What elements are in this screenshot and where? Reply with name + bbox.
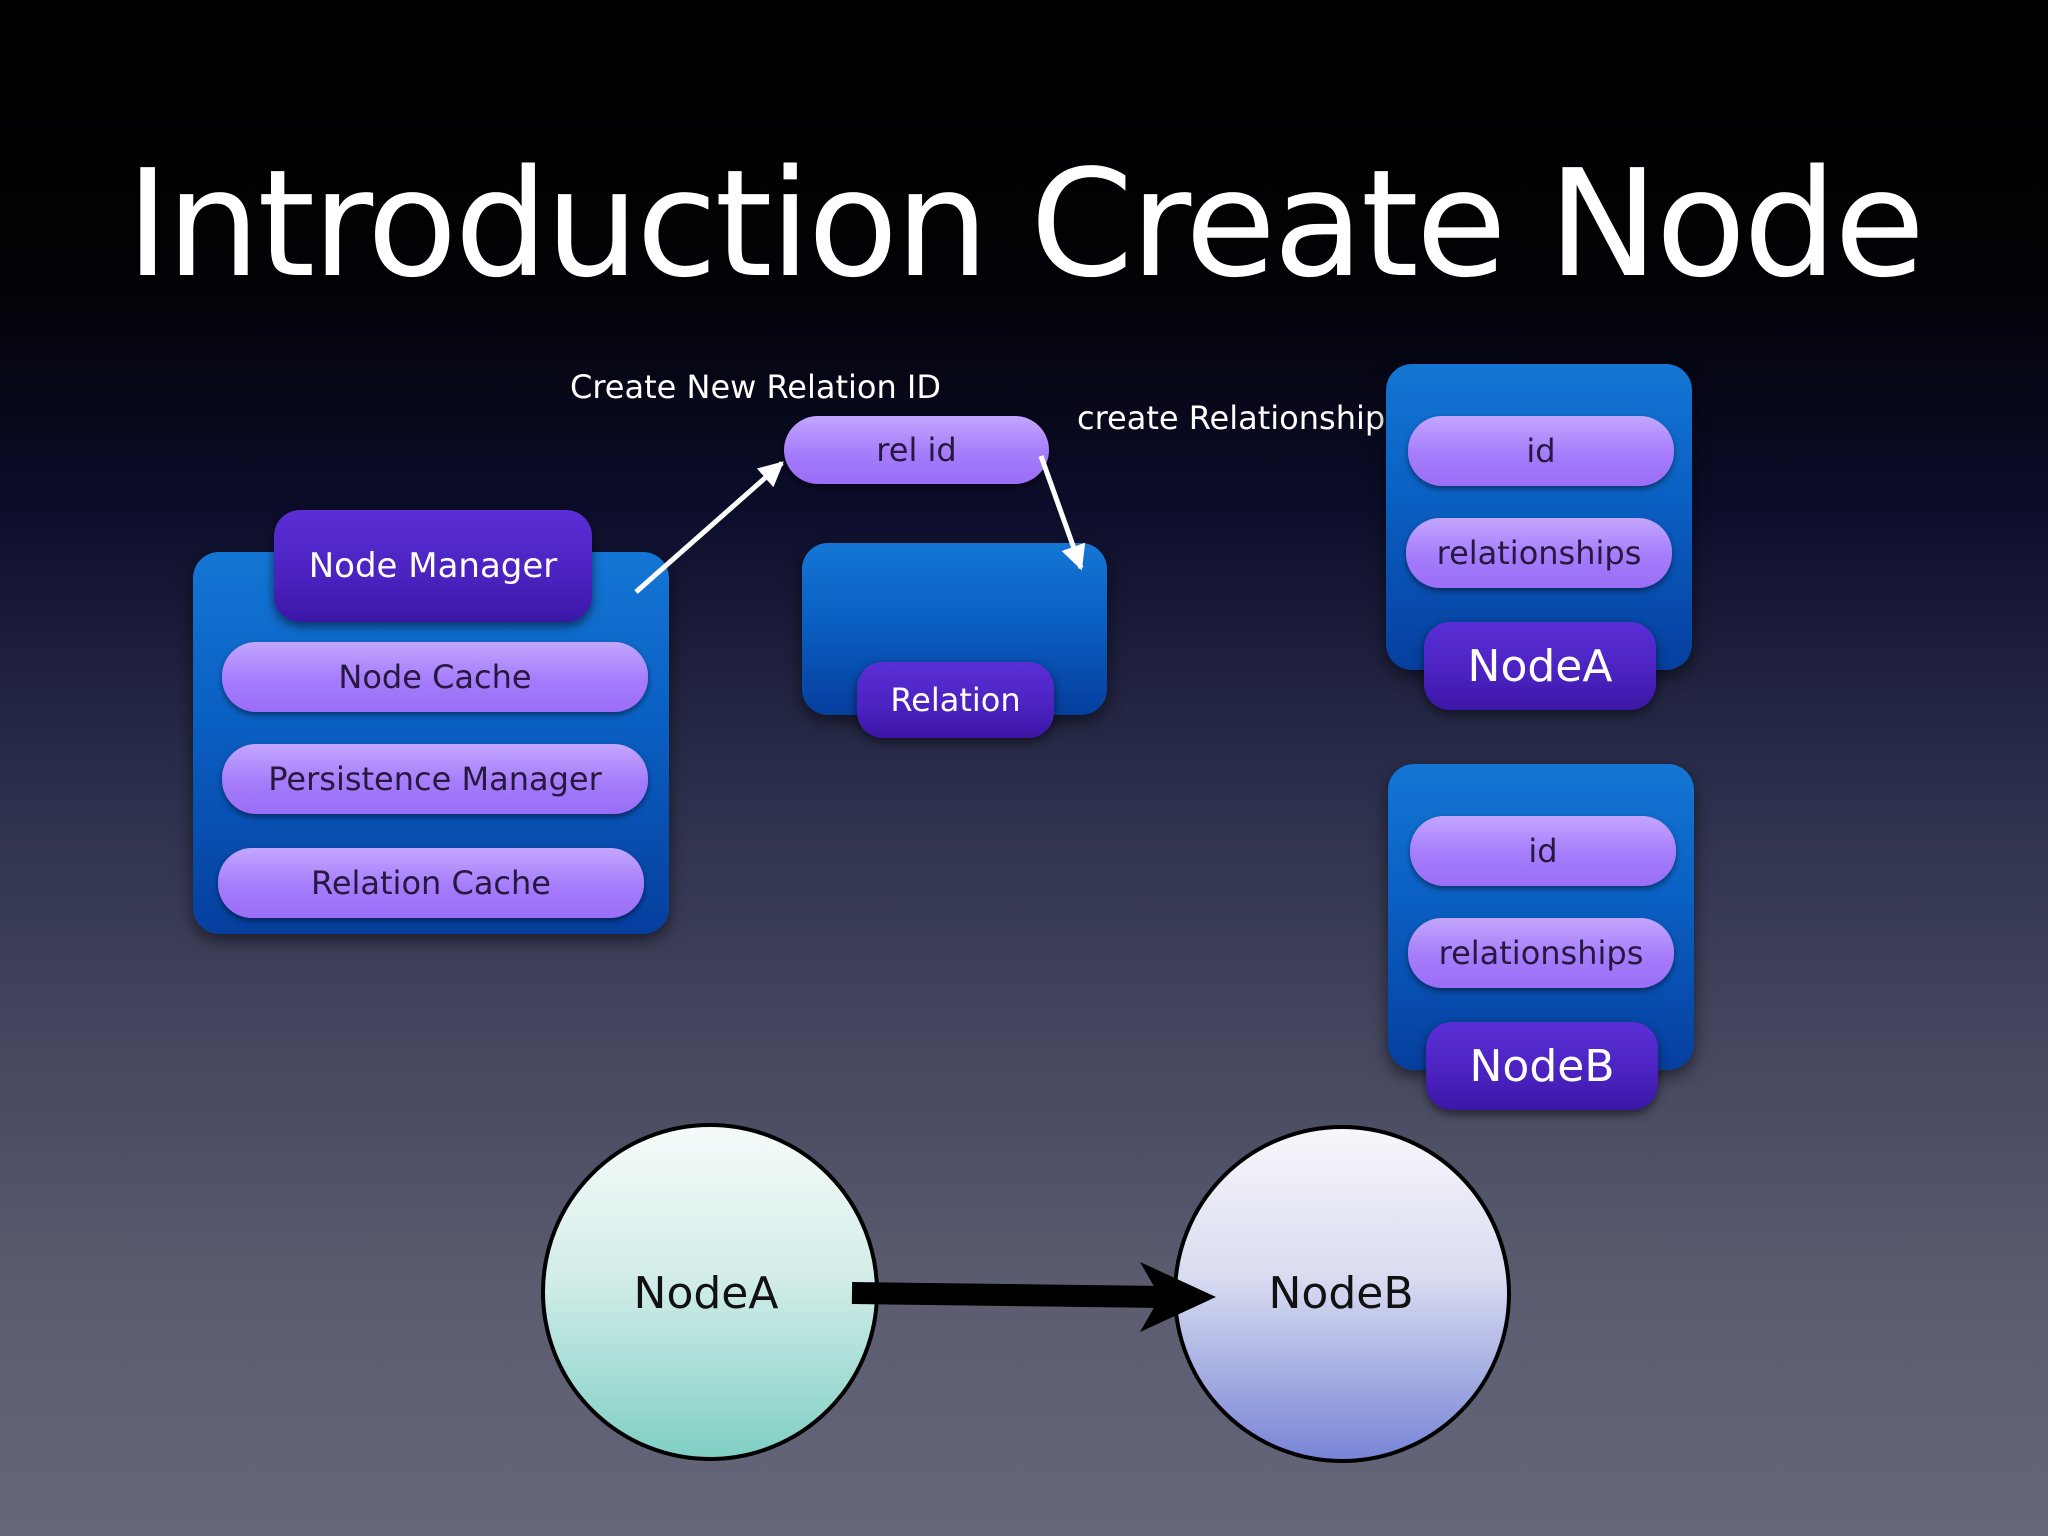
relation-label: Relation — [857, 662, 1054, 738]
node-cache-pill: Node Cache — [222, 642, 648, 712]
node-a-label: NodeA — [1424, 622, 1656, 710]
node-b-panel — [1388, 764, 1694, 1070]
graph-node-b-circle — [1173, 1125, 1511, 1463]
graph-node-a-circle — [541, 1123, 879, 1461]
graph-node-b-label: NodeB — [1268, 1268, 1413, 1319]
node-b-relationships-pill: relationships — [1408, 918, 1674, 988]
rel-id-pill: rel id — [784, 416, 1049, 484]
node-manager-header: Node Manager — [274, 510, 592, 622]
relation-cache-pill: Relation Cache — [218, 848, 644, 918]
node-b-label: NodeB — [1426, 1022, 1658, 1110]
node-a-panel — [1386, 364, 1692, 670]
node-a-relationships-pill: relationships — [1406, 518, 1672, 588]
create-relationship-caption: create Relationship — [1077, 399, 1386, 437]
node-b-id-pill: id — [1410, 816, 1676, 886]
graph-edge — [851, 1282, 1161, 1308]
create-relation-id-caption: Create New Relation ID — [570, 368, 941, 406]
slide-title: Introduction Create Node — [125, 138, 1925, 310]
node-a-id-pill: id — [1408, 416, 1674, 486]
graph-edge-arrowhead — [1140, 1262, 1216, 1332]
graph-node-a-label: NodeA — [634, 1268, 779, 1319]
persistence-manager-pill: Persistence Manager — [222, 744, 648, 814]
